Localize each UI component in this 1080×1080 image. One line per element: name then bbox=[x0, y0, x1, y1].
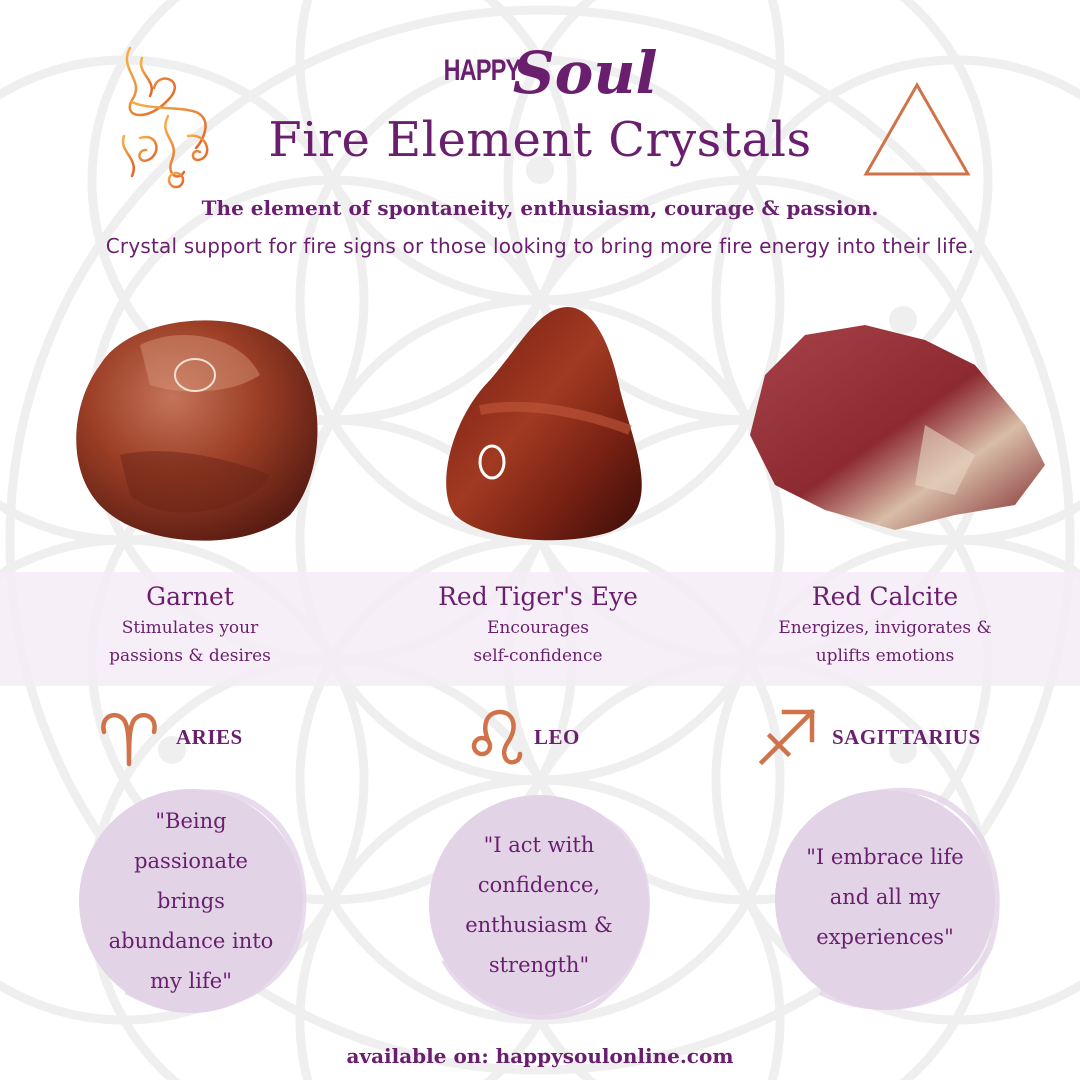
footer-website-link[interactable]: available on: happysoulonline.com bbox=[346, 1044, 734, 1068]
affirmation-line: strength" bbox=[488, 953, 590, 977]
fire-triangle-icon bbox=[863, 81, 971, 176]
garnet-stone-image bbox=[76, 320, 318, 541]
sign-aries: ARIES bbox=[98, 706, 243, 768]
brush-circle-shape bbox=[79, 789, 307, 1013]
affirmation-aries: "Being passionate brings abundance into … bbox=[66, 776, 316, 1026]
page-title: Fire Element Crystals bbox=[268, 112, 812, 168]
crystal-card-red-calcite: Red Calcite Energizes, invigorates & upl… bbox=[725, 580, 1045, 670]
brush-circle-shape bbox=[429, 795, 650, 1020]
fire-flame-icon bbox=[121, 46, 209, 189]
affirmation-line: experiences" bbox=[816, 925, 954, 949]
tagline: The element of spontaneity, enthusiasm, … bbox=[201, 196, 879, 220]
crystal-card-red-tigers-eye: Red Tiger's Eye Encourages self-confiden… bbox=[378, 580, 698, 670]
affirmation-leo: "I act with confidence, enthusiasm & str… bbox=[414, 780, 664, 1030]
crystal-name: Red Tiger's Eye bbox=[438, 582, 638, 611]
crystal-name: Garnet bbox=[146, 582, 234, 611]
affirmation-line: "I act with bbox=[483, 833, 595, 857]
sign-label: LEO bbox=[534, 724, 580, 749]
aries-symbol-icon bbox=[101, 712, 157, 767]
leo-symbol-icon bbox=[471, 709, 523, 765]
logo-soul-text: Soul bbox=[512, 39, 658, 107]
description: Crystal support for fire signs or those … bbox=[105, 234, 975, 258]
crystal-desc-line2: self-confidence bbox=[473, 646, 603, 666]
crystal-desc-line2: uplifts emotions bbox=[815, 646, 955, 666]
affirmation-line: and all my bbox=[829, 885, 941, 909]
red-tigers-eye-stone-image bbox=[446, 306, 642, 541]
affirmation-sagittarius: "I embrace life and all my experiences" bbox=[760, 772, 1010, 1022]
affirmation-line: my life" bbox=[150, 969, 232, 993]
affirmation-line: abundance into bbox=[108, 929, 274, 953]
crystal-card-garnet: Garnet Stimulates your passions & desire… bbox=[30, 580, 350, 670]
happy-soul-logo[interactable]: HAPPY Soul bbox=[0, 22, 1080, 102]
affirmation-line: confidence, bbox=[477, 873, 601, 897]
crystal-desc-line1: Stimulates your bbox=[121, 618, 259, 638]
affirmation-line: enthusiasm & bbox=[465, 913, 613, 937]
crystal-desc-line2: passions & desires bbox=[109, 646, 271, 666]
sign-label: ARIES bbox=[176, 724, 243, 749]
affirmation-line: brings bbox=[157, 889, 225, 913]
crystal-info-band bbox=[0, 572, 1080, 686]
affirmation-line: "I embrace life bbox=[806, 845, 964, 869]
crystal-name: Red Calcite bbox=[811, 582, 959, 611]
logo-happy-text: HAPPY bbox=[444, 54, 522, 87]
sagittarius-symbol-icon bbox=[758, 708, 816, 766]
crystal-desc-line1: Encourages bbox=[487, 618, 589, 638]
sign-sagittarius: SAGITTARIUS bbox=[756, 706, 981, 768]
sign-leo: LEO bbox=[468, 706, 580, 768]
crystal-desc-line1: Energizes, invigorates & bbox=[778, 618, 992, 638]
affirmation-line: passionate bbox=[134, 849, 248, 873]
red-calcite-stone-image bbox=[750, 325, 1045, 530]
affirmation-line: "Being bbox=[155, 809, 227, 833]
sign-label: SAGITTARIUS bbox=[832, 724, 981, 749]
brush-circle-shape bbox=[775, 787, 1000, 1010]
